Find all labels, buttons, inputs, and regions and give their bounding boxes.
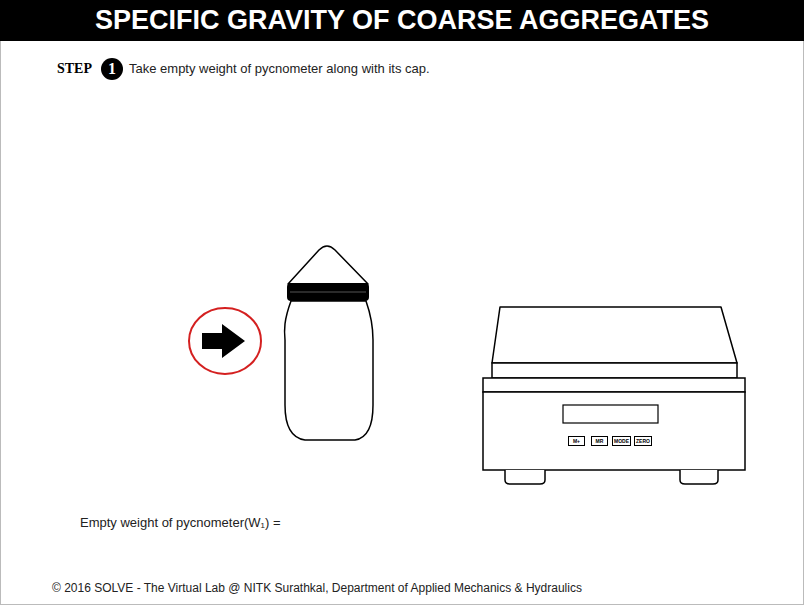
cap-thread — [290, 292, 366, 293]
balance-display — [563, 405, 658, 423]
arrow-icon — [202, 324, 245, 358]
balance-button: MR — [591, 436, 608, 446]
page-title: SPECIFIC GRAVITY OF COARSE AGGREGATES — [95, 5, 709, 36]
pycnometer-jar — [285, 301, 373, 440]
balance-foot — [505, 470, 545, 484]
button-label: M+ — [573, 439, 580, 444]
step-label: STEP — [57, 61, 92, 77]
button-label: MODE — [614, 439, 629, 444]
pycnometer-cap — [287, 283, 369, 301]
balance-button: M+ — [568, 436, 585, 446]
button-label: MR — [596, 439, 604, 444]
measurement-label: Empty weight of pycnometer(W₁) = — [80, 515, 281, 530]
balance-collar — [483, 378, 745, 392]
balance-body — [483, 392, 745, 470]
balance-button: MODE — [612, 436, 631, 446]
balance-button: ZERO — [634, 436, 652, 446]
copyright-note: © 2016 SOLVE - The Virtual Lab @ NITK Su… — [52, 581, 582, 595]
step-number: 1 — [108, 61, 116, 77]
balance-pan — [492, 307, 737, 363]
pan-edge — [492, 363, 737, 378]
pycnometer-cone — [288, 246, 368, 284]
title-bar — [0, 0, 804, 41]
button-label: ZERO — [636, 439, 650, 444]
step-number-badge: 1 — [101, 58, 123, 80]
instruction-text: Take empty weight of pycnometer along wi… — [129, 61, 430, 76]
balance-foot — [680, 470, 718, 484]
red-ring — [189, 308, 261, 374]
